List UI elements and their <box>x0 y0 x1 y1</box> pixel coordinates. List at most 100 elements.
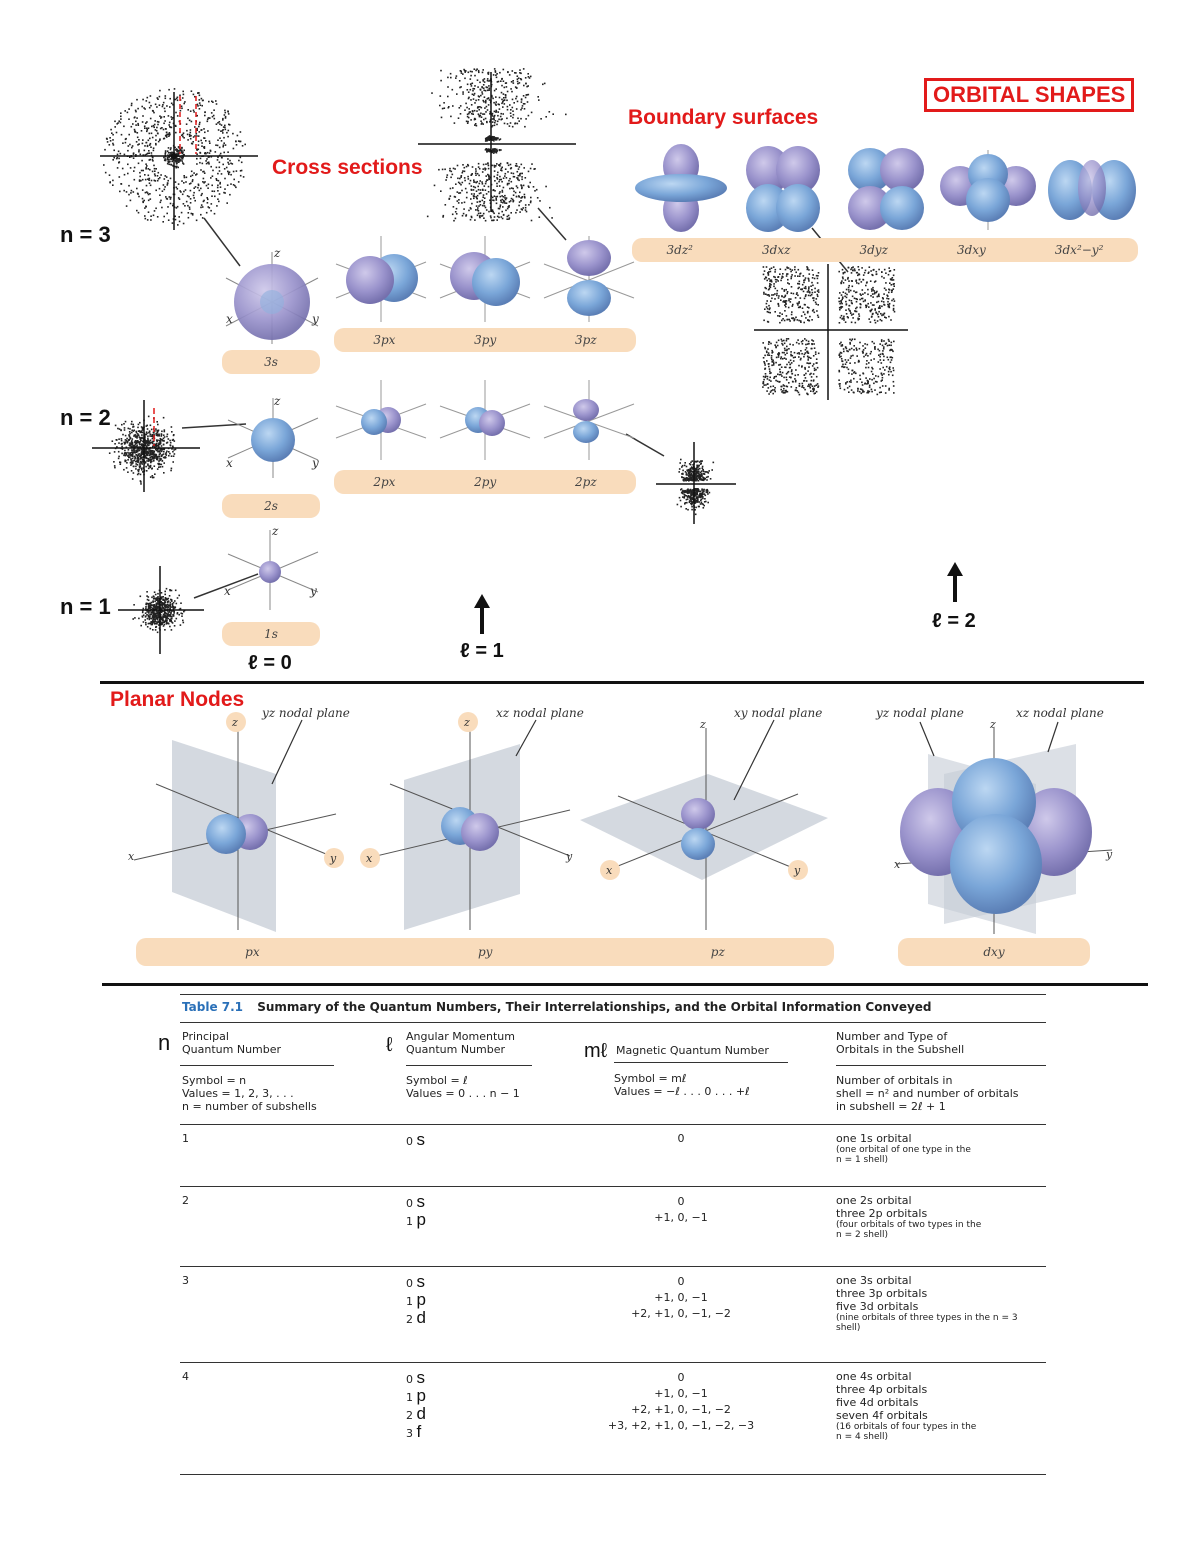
axis-y-label: y <box>312 456 319 470</box>
symbol-n: Symbol = n <box>182 1074 247 1087</box>
row-ml: +2, +1, 0, −1, −2 <box>631 1403 731 1416</box>
row-letter: s <box>416 1192 426 1211</box>
big-n: n <box>158 1030 171 1055</box>
planar-node-px: z y x <box>128 712 344 932</box>
table-row: 3 0 s 1 p 2 d 0 +1, 0, −1 +2, +1, 0, −1,… <box>182 1272 1042 1358</box>
row-l: 3 <box>406 1427 413 1440</box>
row-n: 2 <box>182 1194 189 1207</box>
svg-text:z: z <box>463 716 470 729</box>
orbital-2py <box>439 380 531 460</box>
row-note: (one orbital of one type in the <box>836 1145 971 1155</box>
table-row: 2 0 s 1 p 0 +1, 0, −1 one 2s orbital thr… <box>182 1192 1042 1264</box>
l2-label: ℓ = 2 <box>932 610 976 632</box>
symbol-orb-3: in subshell = 2ℓ + 1 <box>836 1100 946 1113</box>
big-ml: mℓ <box>584 1040 608 1062</box>
row-letter: s <box>416 1130 426 1149</box>
row-note: (16 orbitals of four types in the <box>836 1422 977 1432</box>
page-title: ORBITAL SHAPES <box>924 78 1135 112</box>
label-3dz2: 3dz² <box>666 243 693 257</box>
n2-label: n = 2 <box>60 405 111 430</box>
values-l: Values = 0 . . . n − 1 <box>406 1087 520 1100</box>
row-l: 0 <box>406 1135 413 1148</box>
quantum-numbers-table: Table 7.1 Summary of the Quantum Numbers… <box>158 990 1050 1490</box>
desc-n: n = number of subshells <box>182 1100 317 1113</box>
row-ml: 0 <box>677 1275 685 1288</box>
symbol-ml: Symbol = mℓ <box>614 1072 687 1085</box>
planar-node-dxy: z x y <box>894 718 1113 934</box>
label-3s-text: 3s <box>264 355 278 369</box>
axis-y-label: y <box>312 312 319 326</box>
l1-label: ℓ = 1 <box>460 640 504 662</box>
orbital-2pz <box>543 380 635 460</box>
orbital-3pz <box>543 236 635 322</box>
svg-text:y: y <box>329 852 337 865</box>
planar-node-py: z x y <box>360 712 573 930</box>
row-letter: d <box>416 1404 426 1423</box>
row-orb: three 2p orbitals <box>836 1207 928 1220</box>
row-letter: d <box>416 1308 426 1327</box>
orbital-2px <box>335 380 427 460</box>
connector-lines <box>181 207 849 599</box>
orbital-3dxy <box>940 150 1036 230</box>
axis-x-label: x <box>224 584 231 598</box>
n3-label: n = 3 <box>60 222 111 247</box>
label-3py: 3py <box>474 333 497 347</box>
row-letter: s <box>416 1272 426 1291</box>
arrow-up-icon <box>474 594 490 634</box>
header-number-2: Orbitals in the Subshell <box>836 1043 965 1056</box>
row-note: (four orbitals of two types in the <box>836 1220 982 1230</box>
header-angular-1: Angular Momentum <box>406 1030 515 1043</box>
axis-x-label: x <box>226 456 233 470</box>
row-orb: seven 4f orbitals <box>836 1409 928 1422</box>
cross-section-2pz <box>656 442 736 524</box>
cross-section-3s <box>100 88 258 230</box>
row-ml: +1, 0, −1 <box>654 1387 708 1400</box>
row-note: n = 2 shell) <box>836 1230 888 1240</box>
nodal-plane-label-dxy-yz: yz nodal plane <box>876 706 964 720</box>
orbital-3dxz <box>746 146 820 232</box>
row-orb: one 2s orbital <box>836 1194 912 1207</box>
label-2px: 2px <box>373 475 396 489</box>
header-number-1: Number and Type of <box>836 1030 948 1043</box>
orbital-3dx2y2 <box>1048 160 1136 220</box>
label-3dxy: 3dxy <box>956 243 986 257</box>
cross-section-2s <box>92 400 200 492</box>
header-magnetic: Magnetic Quantum Number <box>616 1044 769 1057</box>
row-l: 2 <box>406 1409 413 1422</box>
nodal-plane-label-px: yz nodal plane <box>262 706 350 720</box>
svg-text:z: z <box>699 718 706 731</box>
label-3dxz: 3dxz <box>762 243 791 257</box>
header-principal-2: Quantum Number <box>182 1043 282 1056</box>
orbital-3px <box>335 236 427 322</box>
row-orb: five 4d orbitals <box>836 1396 919 1409</box>
row-l: 2 <box>406 1313 413 1326</box>
label-3pz: 3pz <box>575 333 597 347</box>
cross-section-1s <box>118 566 204 654</box>
svg-text:x: x <box>606 864 613 877</box>
label-1s-text: 1s <box>264 627 278 641</box>
n1-label: n = 1 <box>60 594 111 619</box>
axis-z-label: z <box>274 246 281 260</box>
row-note: n = 1 shell) <box>836 1155 888 1165</box>
row-ml: 0 <box>677 1195 685 1208</box>
orbital-3dz2 <box>635 144 727 232</box>
row-letter: s <box>416 1368 426 1387</box>
row-orb: one 3s orbital <box>836 1274 912 1287</box>
row-letter: p <box>416 1386 426 1405</box>
svg-text:z: z <box>231 716 238 729</box>
row-l: 1 <box>406 1215 413 1228</box>
l0-label: ℓ = 0 <box>248 652 292 674</box>
values-n: Values = 1, 2, 3, . . . <box>182 1087 294 1100</box>
nodal-plane-label-pz: xy nodal plane <box>734 706 823 720</box>
table-row: 1 0 s 0 one 1s orbital (one orbital of o… <box>182 1130 1042 1182</box>
label-3d: 3dz² 3dxz 3dyz 3dxy 3dx²−y² <box>632 238 1138 262</box>
axis-z-label: z <box>274 394 281 408</box>
row-note: (nine orbitals of three types in the n =… <box>836 1313 1018 1323</box>
row-l: 0 <box>406 1373 413 1386</box>
row-orb: three 3p orbitals <box>836 1287 928 1300</box>
label-3s: 3s <box>222 350 320 374</box>
row-letter: p <box>416 1290 426 1309</box>
table-caption-text: Summary of the Quantum Numbers, Their In… <box>257 1000 932 1014</box>
planar-label-py: py <box>477 945 493 959</box>
boundary-surfaces-label: Boundary surfaces <box>628 106 819 129</box>
